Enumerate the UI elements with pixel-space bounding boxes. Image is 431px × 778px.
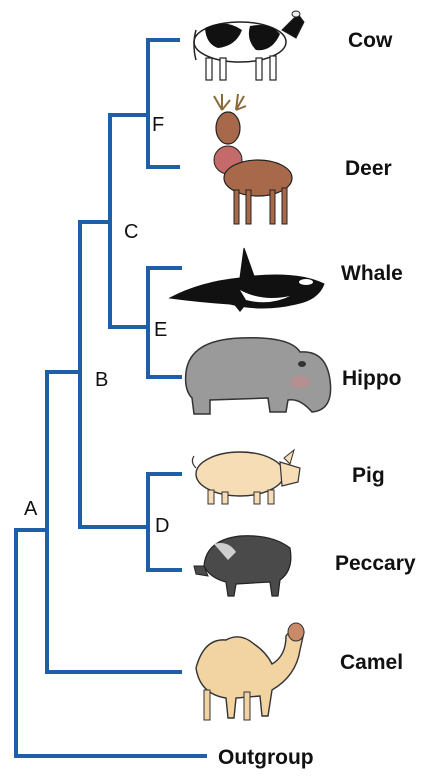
node-label-a: A — [24, 498, 38, 520]
camel-illustration — [196, 623, 304, 720]
taxon-label-hippo: Hippo — [342, 367, 401, 390]
taxon-label-whale: Whale — [341, 262, 403, 285]
peccary-illustration — [194, 536, 291, 596]
tree-branches — [16, 40, 205, 756]
node-label-d: D — [155, 515, 169, 537]
node-label-e: E — [154, 319, 167, 341]
hippo-illustration — [186, 338, 331, 414]
taxon-label-pig: Pig — [352, 464, 385, 487]
taxon-label-cow: Cow — [348, 29, 393, 52]
branch-node-c — [80, 115, 110, 327]
branch-node-a — [16, 372, 205, 756]
taxon-label-camel: Camel — [340, 651, 403, 674]
branch-node-e — [110, 268, 180, 377]
cow-illustration — [194, 11, 304, 80]
taxon-label-peccary: Peccary — [335, 552, 416, 575]
node-label-c: C — [124, 221, 138, 243]
node-label-f: F — [152, 114, 164, 136]
whale-illustration — [170, 248, 324, 312]
deer-illustration — [214, 94, 292, 224]
node-label-b: B — [95, 369, 108, 391]
taxon-label-deer: Deer — [345, 157, 392, 180]
branch-node-f — [110, 40, 178, 167]
pig-illustration — [192, 450, 300, 504]
taxon-label-outgroup: Outgroup — [218, 746, 314, 769]
